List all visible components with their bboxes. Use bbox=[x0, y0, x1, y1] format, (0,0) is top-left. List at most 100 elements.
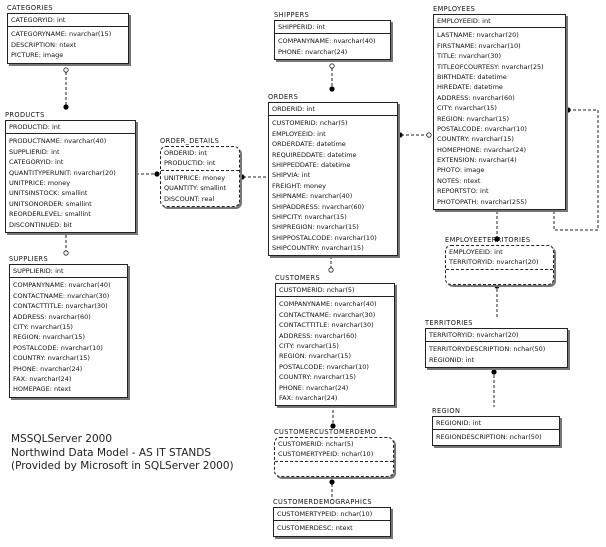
attribute-column: FAX: nvarchar(24) bbox=[279, 393, 338, 402]
primary-key-section: CUSTOMERID: nchar(5)CUSTOMERTYPEID: ncha… bbox=[275, 438, 393, 462]
attribute-column: SHIPCOUNTRY: nvarchar(15) bbox=[272, 244, 364, 253]
attribute-section: PRODUCTNAME: nvarchar(40)SUPPLIERID: int… bbox=[6, 134, 135, 232]
entity-title: EMPLOYEETERRITORIES bbox=[445, 236, 531, 244]
entity-title: CUSTOMERDEMOGRAPHICS bbox=[273, 498, 372, 506]
attribute-column: DISCONTINUED: bit bbox=[9, 220, 72, 229]
attribute-section bbox=[446, 270, 553, 284]
attribute-column: PHOTOPATH: nvarchar(255) bbox=[437, 197, 527, 206]
primary-key-section: CUSTOMERID: nchar(5) bbox=[276, 284, 394, 298]
key-column: ORDERID: int bbox=[164, 149, 207, 157]
primary-key-section: SUPPLIERID: int bbox=[10, 265, 127, 279]
attribute-column: REGIONID: int bbox=[429, 355, 475, 364]
attribute-column: REQUIREDDATE: datetime bbox=[272, 150, 357, 159]
caption-line-3: (Provided by Microsoft in SQLServer 2000… bbox=[11, 460, 234, 472]
attribute-column: SHIPADDRESS: nvarchar(60) bbox=[272, 202, 365, 211]
attribute-column: UNITSINSTOCK: smallint bbox=[9, 189, 88, 198]
many-dot-icon bbox=[63, 104, 69, 110]
attribute-column: REPORTSTO: int bbox=[437, 187, 489, 196]
attribute-section: COMPANYNAME: nvarchar(40)CONTACTNAME: nv… bbox=[10, 278, 127, 396]
key-column: EMPLOYEEID: int bbox=[449, 248, 503, 256]
many-dot-icon bbox=[329, 86, 335, 92]
attribute-column: PHONE: nvarchar(24) bbox=[279, 383, 349, 392]
attribute-column: ADDRESS: nvarchar(60) bbox=[279, 331, 357, 340]
rel-employees-self bbox=[553, 109, 599, 231]
many-dot-icon bbox=[239, 174, 245, 180]
caption-line-2: Northwind Data Model - AS IT STANDS bbox=[11, 446, 212, 459]
primary-key-section: SHIPPERID: int bbox=[275, 21, 390, 35]
attribute-column: CONTACTTITLE: nvarchar(30) bbox=[13, 302, 108, 311]
many-dot-icon bbox=[494, 236, 500, 242]
optional-circle-icon bbox=[63, 250, 69, 256]
key-column: EMPLOYEEID: int bbox=[437, 17, 491, 25]
attribute-column: REGION: nvarchar(15) bbox=[437, 114, 509, 123]
key-column: ORDERID: int bbox=[272, 105, 315, 113]
attribute-column: COMPANYNAME: nvarchar(40) bbox=[13, 281, 111, 290]
attribute-section bbox=[275, 462, 393, 476]
attribute-column: EMPLOYEEID: int bbox=[272, 129, 326, 138]
entity-box: CUSTOMERID: nchar(5)CUSTOMERTYPEID: ncha… bbox=[274, 437, 394, 477]
attribute-column: HOMEPHONE: nvarchar(24) bbox=[437, 145, 527, 154]
key-column: SHIPPERID: int bbox=[278, 23, 326, 31]
primary-key-section: REGIONID: int bbox=[433, 417, 559, 431]
attribute-column: SHIPPEDDATE: datetime bbox=[272, 160, 351, 169]
many-dot-icon bbox=[329, 479, 335, 485]
attribute-column: REORDERLEVEL: smallint bbox=[9, 210, 91, 219]
attribute-column: SHIPCITY: nvarchar(15) bbox=[272, 212, 347, 221]
attribute-column: UNITPRICE: money bbox=[164, 173, 226, 182]
attribute-column: CUSTOMERID: nchar(5) bbox=[272, 119, 348, 128]
entity-customerdemographics[interactable]: CUSTOMERDEMOGRAPHICS CUSTOMERTYPEID: ncha… bbox=[273, 498, 391, 537]
attribute-column: LASTNAME: nvarchar(20) bbox=[437, 31, 519, 40]
attribute-column: SHIPREGION: nvarchar(15) bbox=[272, 223, 359, 232]
attribute-column: PICTURE: image bbox=[11, 51, 64, 60]
entity-title: ORDER_DETAILS bbox=[160, 137, 220, 145]
attribute-column: TITLE: nvarchar(30) bbox=[437, 52, 502, 61]
attribute-column: TITLEOFCOURTESY: nvarchar(25) bbox=[437, 62, 544, 71]
attribute-section: LASTNAME: nvarchar(20)FIRSTNAME: nvarcha… bbox=[434, 28, 565, 209]
attribute-column: CUSTOMERDESC: ntext bbox=[277, 524, 353, 533]
attribute-column: HOMEPAGE: ntext bbox=[13, 385, 71, 394]
entity-title: SHIPPERS bbox=[274, 11, 310, 19]
attribute-section: CUSTOMERDESC: ntext bbox=[274, 521, 390, 535]
entity-title: CATEGORIES bbox=[7, 4, 53, 12]
attribute-column: DESCRIPTION: ntext bbox=[11, 40, 77, 49]
many-dot-icon bbox=[330, 423, 336, 429]
attribute-column: DISCOUNT: real bbox=[164, 194, 215, 203]
attribute-section: TERRITORYDESCRIPTION: nchar(50)REGIONID:… bbox=[426, 342, 567, 367]
attribute-column: FAX: nvarchar(24) bbox=[13, 374, 72, 383]
attribute-column: CONTACTNAME: nvarchar(30) bbox=[279, 310, 376, 319]
attribute-column: SUPPLIERID: int bbox=[9, 147, 60, 156]
key-column: TERRITORYID: nvarchar(20) bbox=[429, 331, 519, 339]
attribute-column: UNITPRICE: money bbox=[9, 178, 71, 187]
attribute-column: HIREDATE: datetime bbox=[437, 83, 503, 92]
attribute-column: PRODUCTNAME: nvarchar(40) bbox=[9, 137, 107, 146]
attribute-column: CONTACTTITLE: nvarchar(30) bbox=[279, 321, 374, 330]
key-column: SUPPLIERID: int bbox=[13, 267, 64, 275]
attribute-column: CONTACTNAME: nvarchar(30) bbox=[13, 291, 110, 300]
primary-key-section: CATEGORYID: int bbox=[8, 14, 128, 28]
attribute-column: SHIPVIA: int bbox=[272, 171, 311, 180]
primary-key-section: CUSTOMERTYPEID: nchar(10) bbox=[274, 508, 390, 522]
primary-key-section: EMPLOYEEID: int bbox=[434, 15, 565, 29]
entity-box: CUSTOMERID: nchar(5)COMPANYNAME: nvarcha… bbox=[275, 283, 395, 407]
attribute-column: COMPANYNAME: nvarchar(40) bbox=[278, 37, 376, 46]
attribute-column: NOTES: ntext bbox=[437, 176, 481, 185]
attribute-column: CITY: nvarchar(15) bbox=[13, 322, 73, 331]
